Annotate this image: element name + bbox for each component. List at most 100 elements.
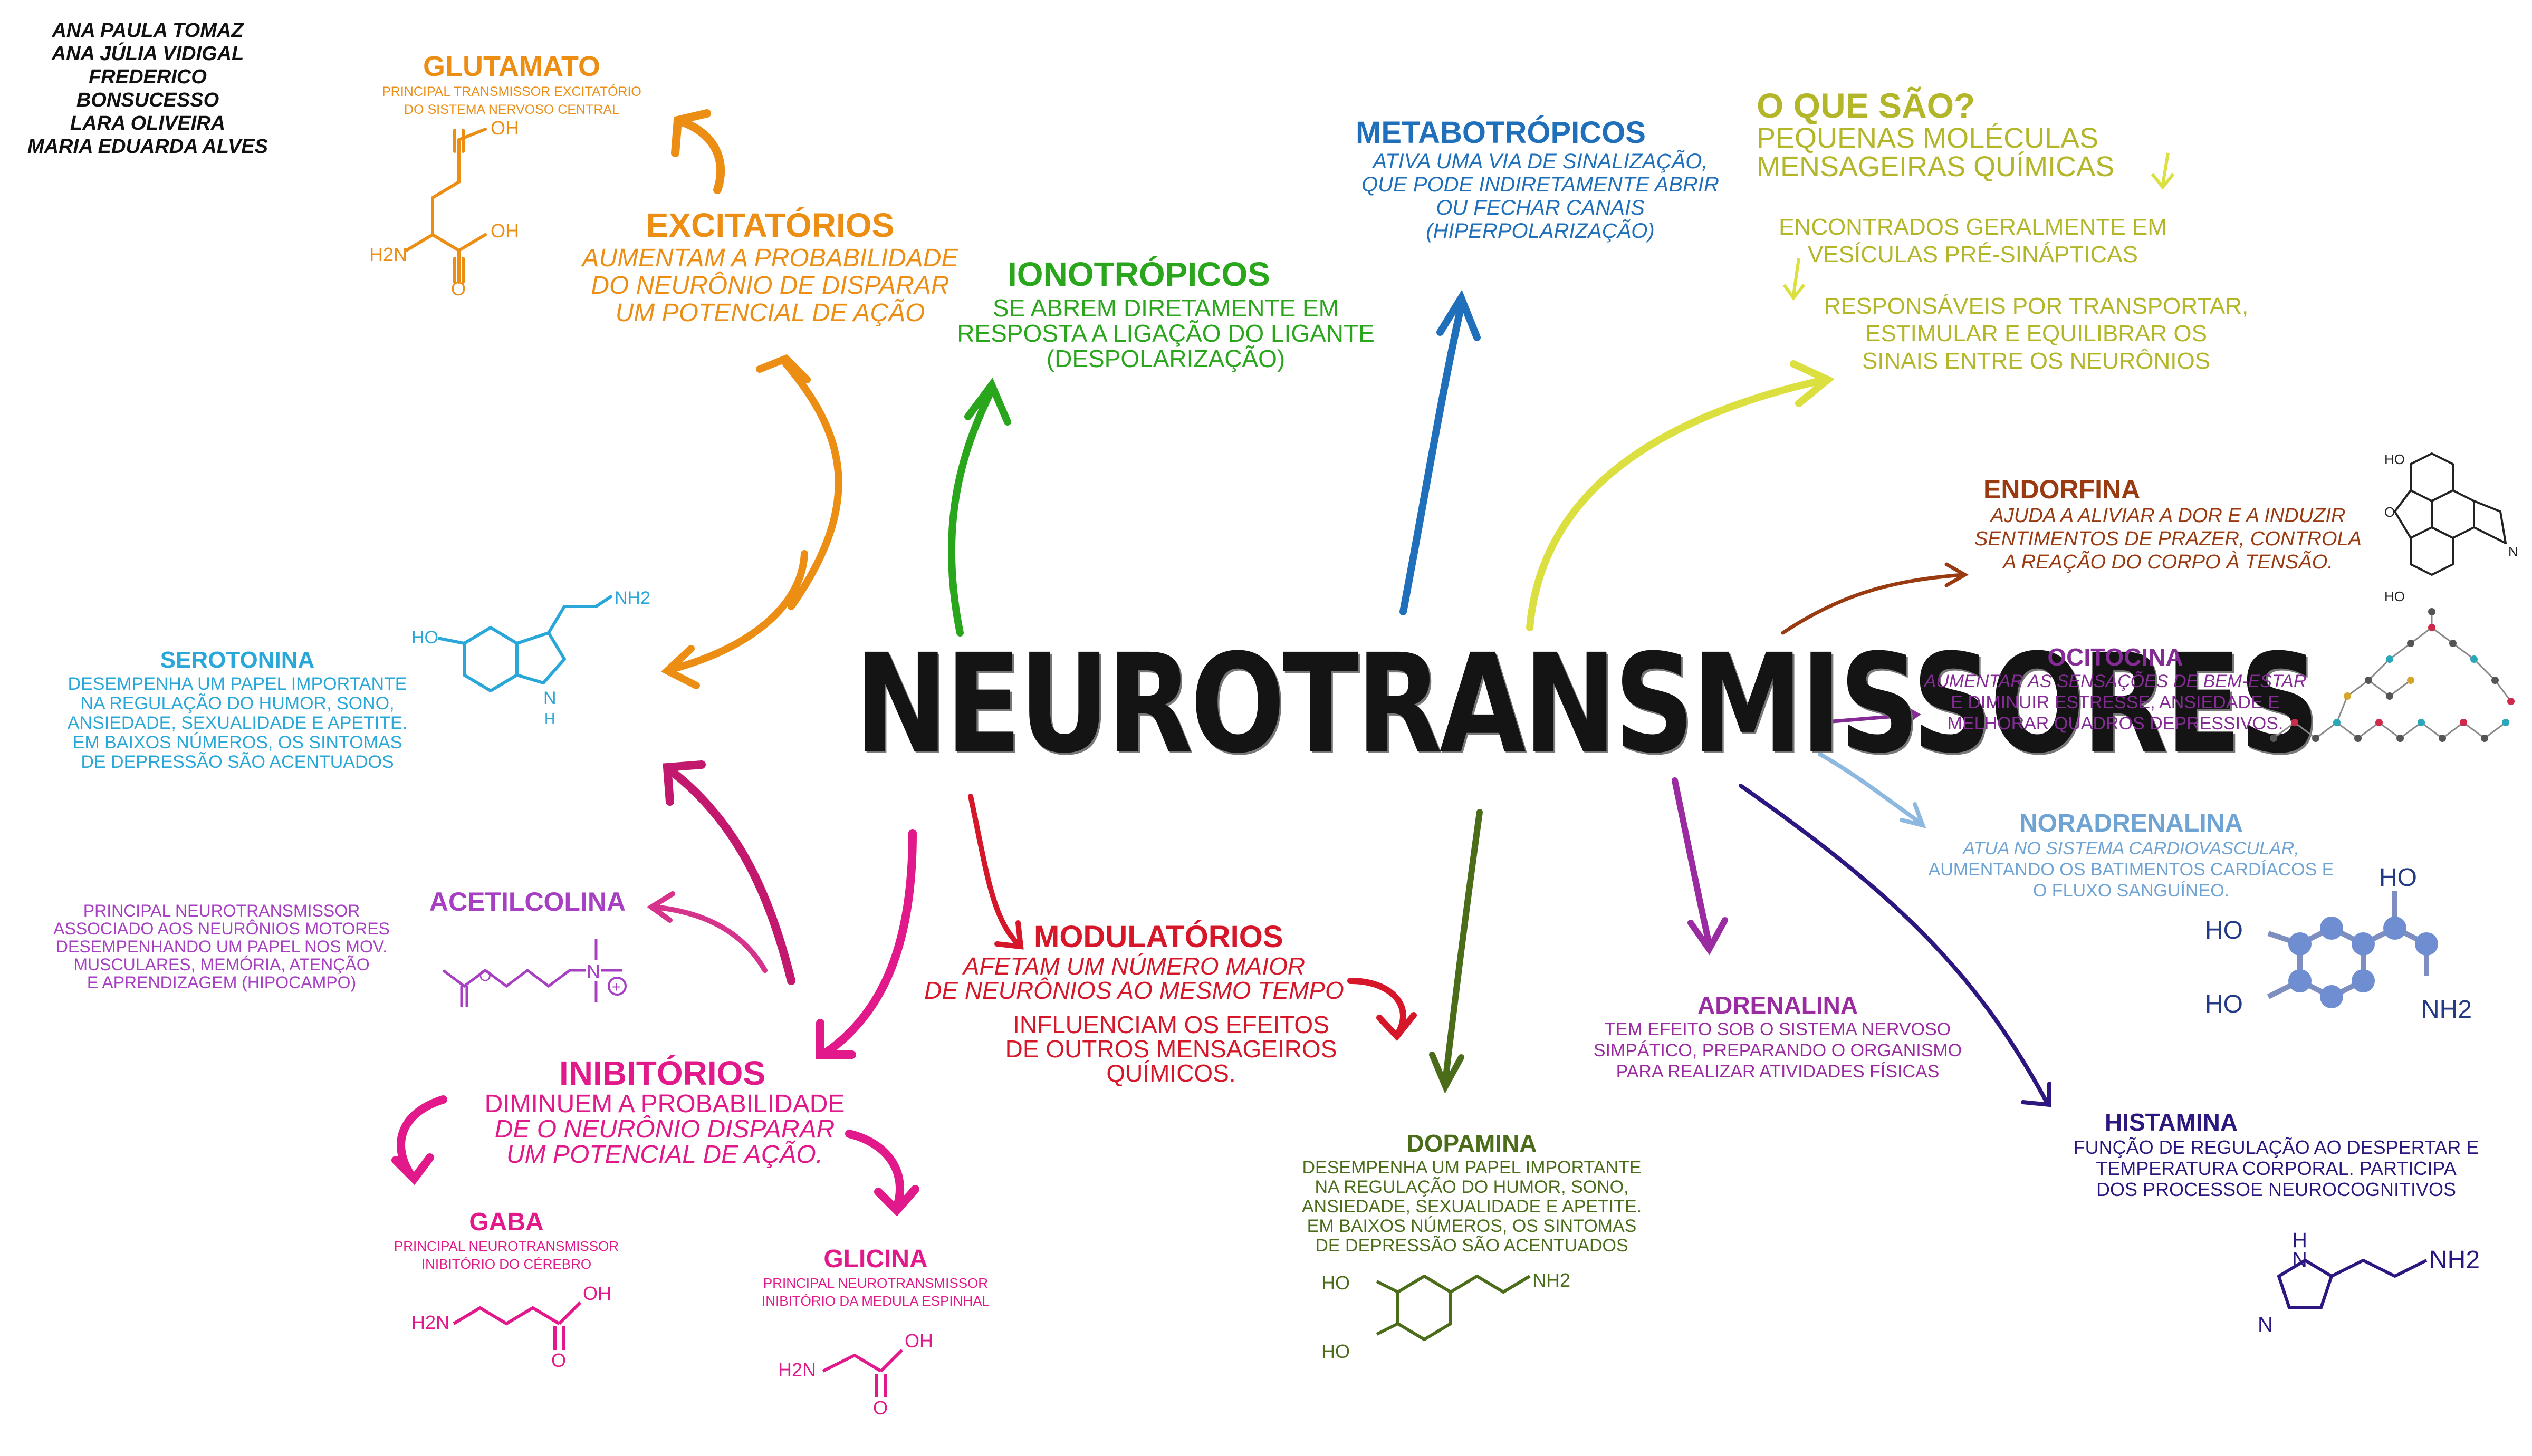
histamine-molecule: H N N NH2	[2258, 1229, 2480, 1336]
adrenalina-line: TEM EFEITO SOB O SISTEMA NERVOSO	[1604, 1019, 1951, 1039]
chem-label: H	[544, 710, 555, 727]
endorphin-molecule: HO HO O N	[2384, 451, 2518, 604]
dopamina-line: NA REGULAÇÃO DO HUMOR, SONO,	[1315, 1177, 1629, 1197]
serotonina-block: SEROTONINA DESEMPENHA UM PAPEL IMPORTANT…	[37, 646, 438, 772]
oque-found-block: ENCONTRADOS GERALMENTE EM VESÍCULAS PRÉ-…	[1757, 214, 2189, 268]
acetilcolina-heading-block: ACETILCOLINA	[417, 886, 638, 918]
dopamina-block: DOPAMINA DESEMPENHA UM PAPEL IMPORTANTE …	[1261, 1129, 1683, 1256]
chem-label: HO	[1321, 1272, 1350, 1294]
chem-label: OH	[491, 119, 519, 139]
glicina-block: GLICINA PRINCIPAL NEUROTRANSMISSOR INIBI…	[728, 1245, 1023, 1310]
modulatorios-block-2: INFLUENCIAM OS EFEITOS DE OUTROS MENSAGE…	[986, 1013, 1356, 1085]
chem-label: HO	[2205, 990, 2243, 1018]
chem-label: H2N	[778, 1359, 816, 1381]
acetilcolina-line: DESEMPENHANDO UM PAPEL NOS MOV.	[55, 937, 388, 956]
glutamato-line: PRINCIPAL TRANSMISSOR EXCITATÓRIO	[382, 84, 641, 99]
oque-resp-line: RESPONSÁVEIS POR TRANSPORTAR,	[1824, 293, 2249, 319]
glicina-line: PRINCIPAL NEUROTRANSMISSOR	[763, 1275, 989, 1291]
author: FREDERICO BONSUCESSO	[76, 66, 219, 111]
chem-label: N	[2258, 1313, 2273, 1336]
oque-line: PEQUENAS MOLÉCULAS	[1757, 122, 2099, 154]
gaba-line: INIBITÓRIO DO CÉREBRO	[421, 1256, 592, 1272]
endorfina-heading: ENDORFINA	[1983, 475, 2141, 504]
adrenalina-heading: ADRENALINA	[1697, 991, 1858, 1019]
ocitocina-heading: OCITOCINA	[2047, 643, 2183, 671]
chem-label: O	[551, 1349, 566, 1371]
acetilcolina-line: E APRENDIZAGEM (HIPOCAMPO)	[87, 973, 357, 992]
chem-label: H2N	[369, 244, 407, 265]
modulatorios-line-2: DE OUTROS MENSAGEIROS	[1005, 1035, 1337, 1063]
ocitocina-line: MELHORAR QUADROS DEPRESSIVOS.	[1947, 713, 2284, 734]
oque-found-line: ENCONTRADOS GERALMENTE EM	[1779, 214, 2167, 240]
serotonin-molecule: HO NH2 N H	[411, 588, 650, 727]
dopamina-line: EM BAIXOS NÚMEROS, OS SINTOMAS	[1307, 1216, 1637, 1236]
dopamina-heading: DOPAMINA	[1406, 1130, 1537, 1157]
modulatorios-line: DE NEURÔNIOS AO MESMO TEMPO	[924, 977, 1344, 1004]
histamina-block: HISTAMINA FUNÇÃO DE REGULAÇÃO AO DESPERT…	[2047, 1107, 2506, 1200]
acetilcolina-line: MUSCULARES, MEMÓRIA, ATENÇÃO	[73, 955, 370, 974]
chem-label: O	[2384, 504, 2395, 520]
adrenalina-line: SIMPÁTICO, PREPARANDO O ORGANISMO	[1593, 1040, 1962, 1060]
excitatorios-line: AUMENTAM A PROBABILIDADE	[582, 244, 958, 272]
oque-heading: O QUE SÃO?	[1757, 86, 1975, 125]
chem-label: NH2	[2429, 1246, 2480, 1274]
chem-label: OH	[491, 220, 519, 242]
inibitorios-line: DIMINUEM A PROBABILIDADE	[484, 1090, 845, 1118]
authors-list: ANA PAULA TOMAZ ANA JÚLIA VIDIGAL FREDER…	[16, 19, 280, 158]
gaba-molecule: H2N OH O	[411, 1283, 611, 1371]
gaba-line: PRINCIPAL NEUROTRANSMISSOR	[394, 1238, 619, 1254]
chem-label: H2N	[411, 1312, 449, 1333]
chem-label: O	[451, 278, 466, 298]
chem-label: O	[873, 1397, 888, 1419]
arrow-histamina	[1739, 784, 2049, 1104]
ionotropicos-block: IONOTRÓPICOS SE ABREM DIRETAMENTE EM RES…	[939, 253, 1393, 371]
chem-label: HO	[2205, 917, 2243, 944]
author: LARA OLIVEIRA	[70, 112, 226, 134]
arrow-acetilcolina	[651, 904, 768, 973]
arrow-endorfina	[1781, 573, 1964, 635]
chem-label: HO	[2384, 589, 2405, 604]
chem-label: O	[479, 967, 491, 985]
glycine-molecule: H2N OH O	[778, 1330, 933, 1419]
modulatorios-heading: MODULATÓRIOS	[1034, 920, 1283, 954]
arrow-excitatorios	[782, 360, 842, 610]
author: ANA JÚLIA VIDIGAL	[51, 43, 244, 65]
adrenalina-line: PARA REALIZAR ATIVIDADES FÍSICAS	[1616, 1062, 1940, 1082]
glutamato-line: DO SISTEMA NERVOSO CENTRAL	[404, 102, 619, 117]
chem-label: HO	[2379, 864, 2417, 892]
arrow-serotonina-2	[666, 766, 795, 985]
chem-label: N	[2292, 1248, 2307, 1271]
excitatorios-heading: EXCITATÓRIOS	[646, 206, 895, 244]
arrow-adrenalina	[1672, 777, 1712, 947]
acetylcholine-molecule: O N +	[442, 939, 627, 1007]
oque-resp-line: SINAIS ENTRE OS NEURÔNIOS	[1862, 348, 2211, 374]
oque-found-line: VESÍCULAS PRÉ-SINÁPTICAS	[1808, 242, 2138, 267]
histamina-heading: HISTAMINA	[2105, 1108, 2238, 1136]
gaba-block: GABA PRINCIPAL NEUROTRANSMISSOR INIBITÓR…	[369, 1208, 644, 1273]
acetilcolina-block: PRINCIPAL NEUROTRANSMISSOR ASSOCIADO AOS…	[37, 902, 406, 991]
noradrenalina-line: ATUA NO SISTEMA CARDIOVASCULAR,	[1963, 838, 2299, 859]
endorfina-block: ENDORFINA AJUDA A ALIVIAR A DOR E A INDU…	[1952, 475, 2384, 574]
dopamina-line: DESEMPENHA UM PAPEL IMPORTANTE	[1302, 1158, 1642, 1178]
oque-resp-block: RESPONSÁVEIS POR TRANSPORTAR, ESTIMULAR …	[1809, 293, 2263, 375]
serotonina-line: ANSIEDADE, SEXUALIDADE E APETITE.	[67, 713, 408, 733]
arrow-modulatorios-2	[1347, 978, 1406, 1037]
arrow-glicina	[845, 1130, 904, 1212]
chem-label: HO	[1321, 1341, 1350, 1362]
noradrenalina-line: AUMENTANDO OS BATIMENTOS CARDÍACOS E	[1928, 860, 2334, 880]
excitatorios-block: EXCITATÓRIOS AUMENTAM A PROBABILIDADE DO…	[549, 206, 992, 327]
chem-label: N	[587, 961, 600, 982]
chem-label: HO	[2384, 451, 2405, 467]
serotonina-line: EM BAIXOS NÚMEROS, OS SINTOMAS	[72, 732, 402, 753]
oxytocin-molecule	[2270, 608, 2515, 742]
inibitorios-block: INIBITÓRIOS DIMINUEM A PROBABILIDADE DE …	[438, 1055, 891, 1168]
ocitocina-block: OCITOCINA AUMENTAR AS SENSAÇÕES DE BEM-E…	[1910, 643, 2321, 734]
ionotropicos-line: (DESPOLARIZAÇÃO)	[1046, 345, 1286, 372]
metabotropicos-line: ATIVA UMA VIA DE SINALIZAÇÃO,	[1373, 150, 1708, 173]
glutamate-molecule: OH OH H2N O	[369, 119, 519, 298]
ocitocina-line: AUMENTAR AS SENSAÇÕES DE BEM-ESTAR	[1924, 671, 2307, 691]
adrenalina-block: ADRENALINA TEM EFEITO SOB O SISTEMA NERV…	[1561, 991, 1994, 1082]
serotonina-line: NA REGULAÇÃO DO HUMOR, SONO,	[80, 693, 395, 713]
metabotropicos-line: OU FECHAR CANAIS	[1436, 196, 1645, 219]
